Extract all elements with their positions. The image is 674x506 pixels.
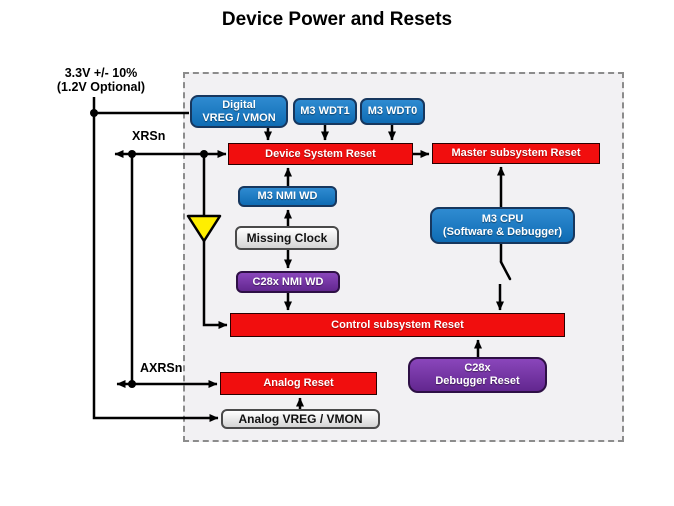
reset-source-arrows: [264, 125, 505, 409]
node-digital-vreg-vmon: Digital VREG / VMON: [190, 95, 288, 128]
junction-dot: [128, 380, 136, 388]
node-device-system-reset: Device System Reset: [228, 143, 413, 165]
buffer-triangle-icon: [186, 214, 222, 243]
node-m3-cpu: M3 CPU (Software & Debugger): [430, 207, 575, 244]
page-title: Device Power and Resets: [221, 9, 453, 30]
node-m3-wdt1: M3 WDT1: [293, 98, 357, 125]
axrsn-net: [116, 380, 218, 388]
power-rail-3v3: [90, 97, 219, 422]
node-master-subsystem-reset: Master subsystem Reset: [432, 143, 600, 164]
axrsn-pin-label: AXRSn: [140, 361, 183, 375]
node-c28x-nmi-wd: C28x NMI WD: [236, 271, 340, 293]
m3-cpu-switch: [496, 243, 512, 311]
node-m3-wdt0: M3 WDT0: [360, 98, 425, 125]
xrsn-net: [114, 150, 228, 384]
node-analog-vreg-vmon: Analog VREG / VMON: [221, 409, 380, 429]
node-analog-reset: Analog Reset: [220, 372, 377, 395]
junction-dot: [200, 150, 208, 158]
node-m3-nmi-wd: M3 NMI WD: [238, 186, 337, 207]
junction-dot: [128, 150, 136, 158]
node-c28x-debugger-reset: C28x Debugger Reset: [408, 357, 547, 393]
supply-voltage-label: 3.3V +/- 10% (1.2V Optional): [56, 66, 146, 94]
node-missing-clock: Missing Clock: [235, 226, 339, 250]
node-control-subsystem-reset: Control subsystem Reset: [230, 313, 565, 337]
switch-icon: [499, 260, 512, 281]
xrsn-pin-label: XRSn: [132, 129, 166, 143]
junction-dot: [90, 109, 98, 117]
